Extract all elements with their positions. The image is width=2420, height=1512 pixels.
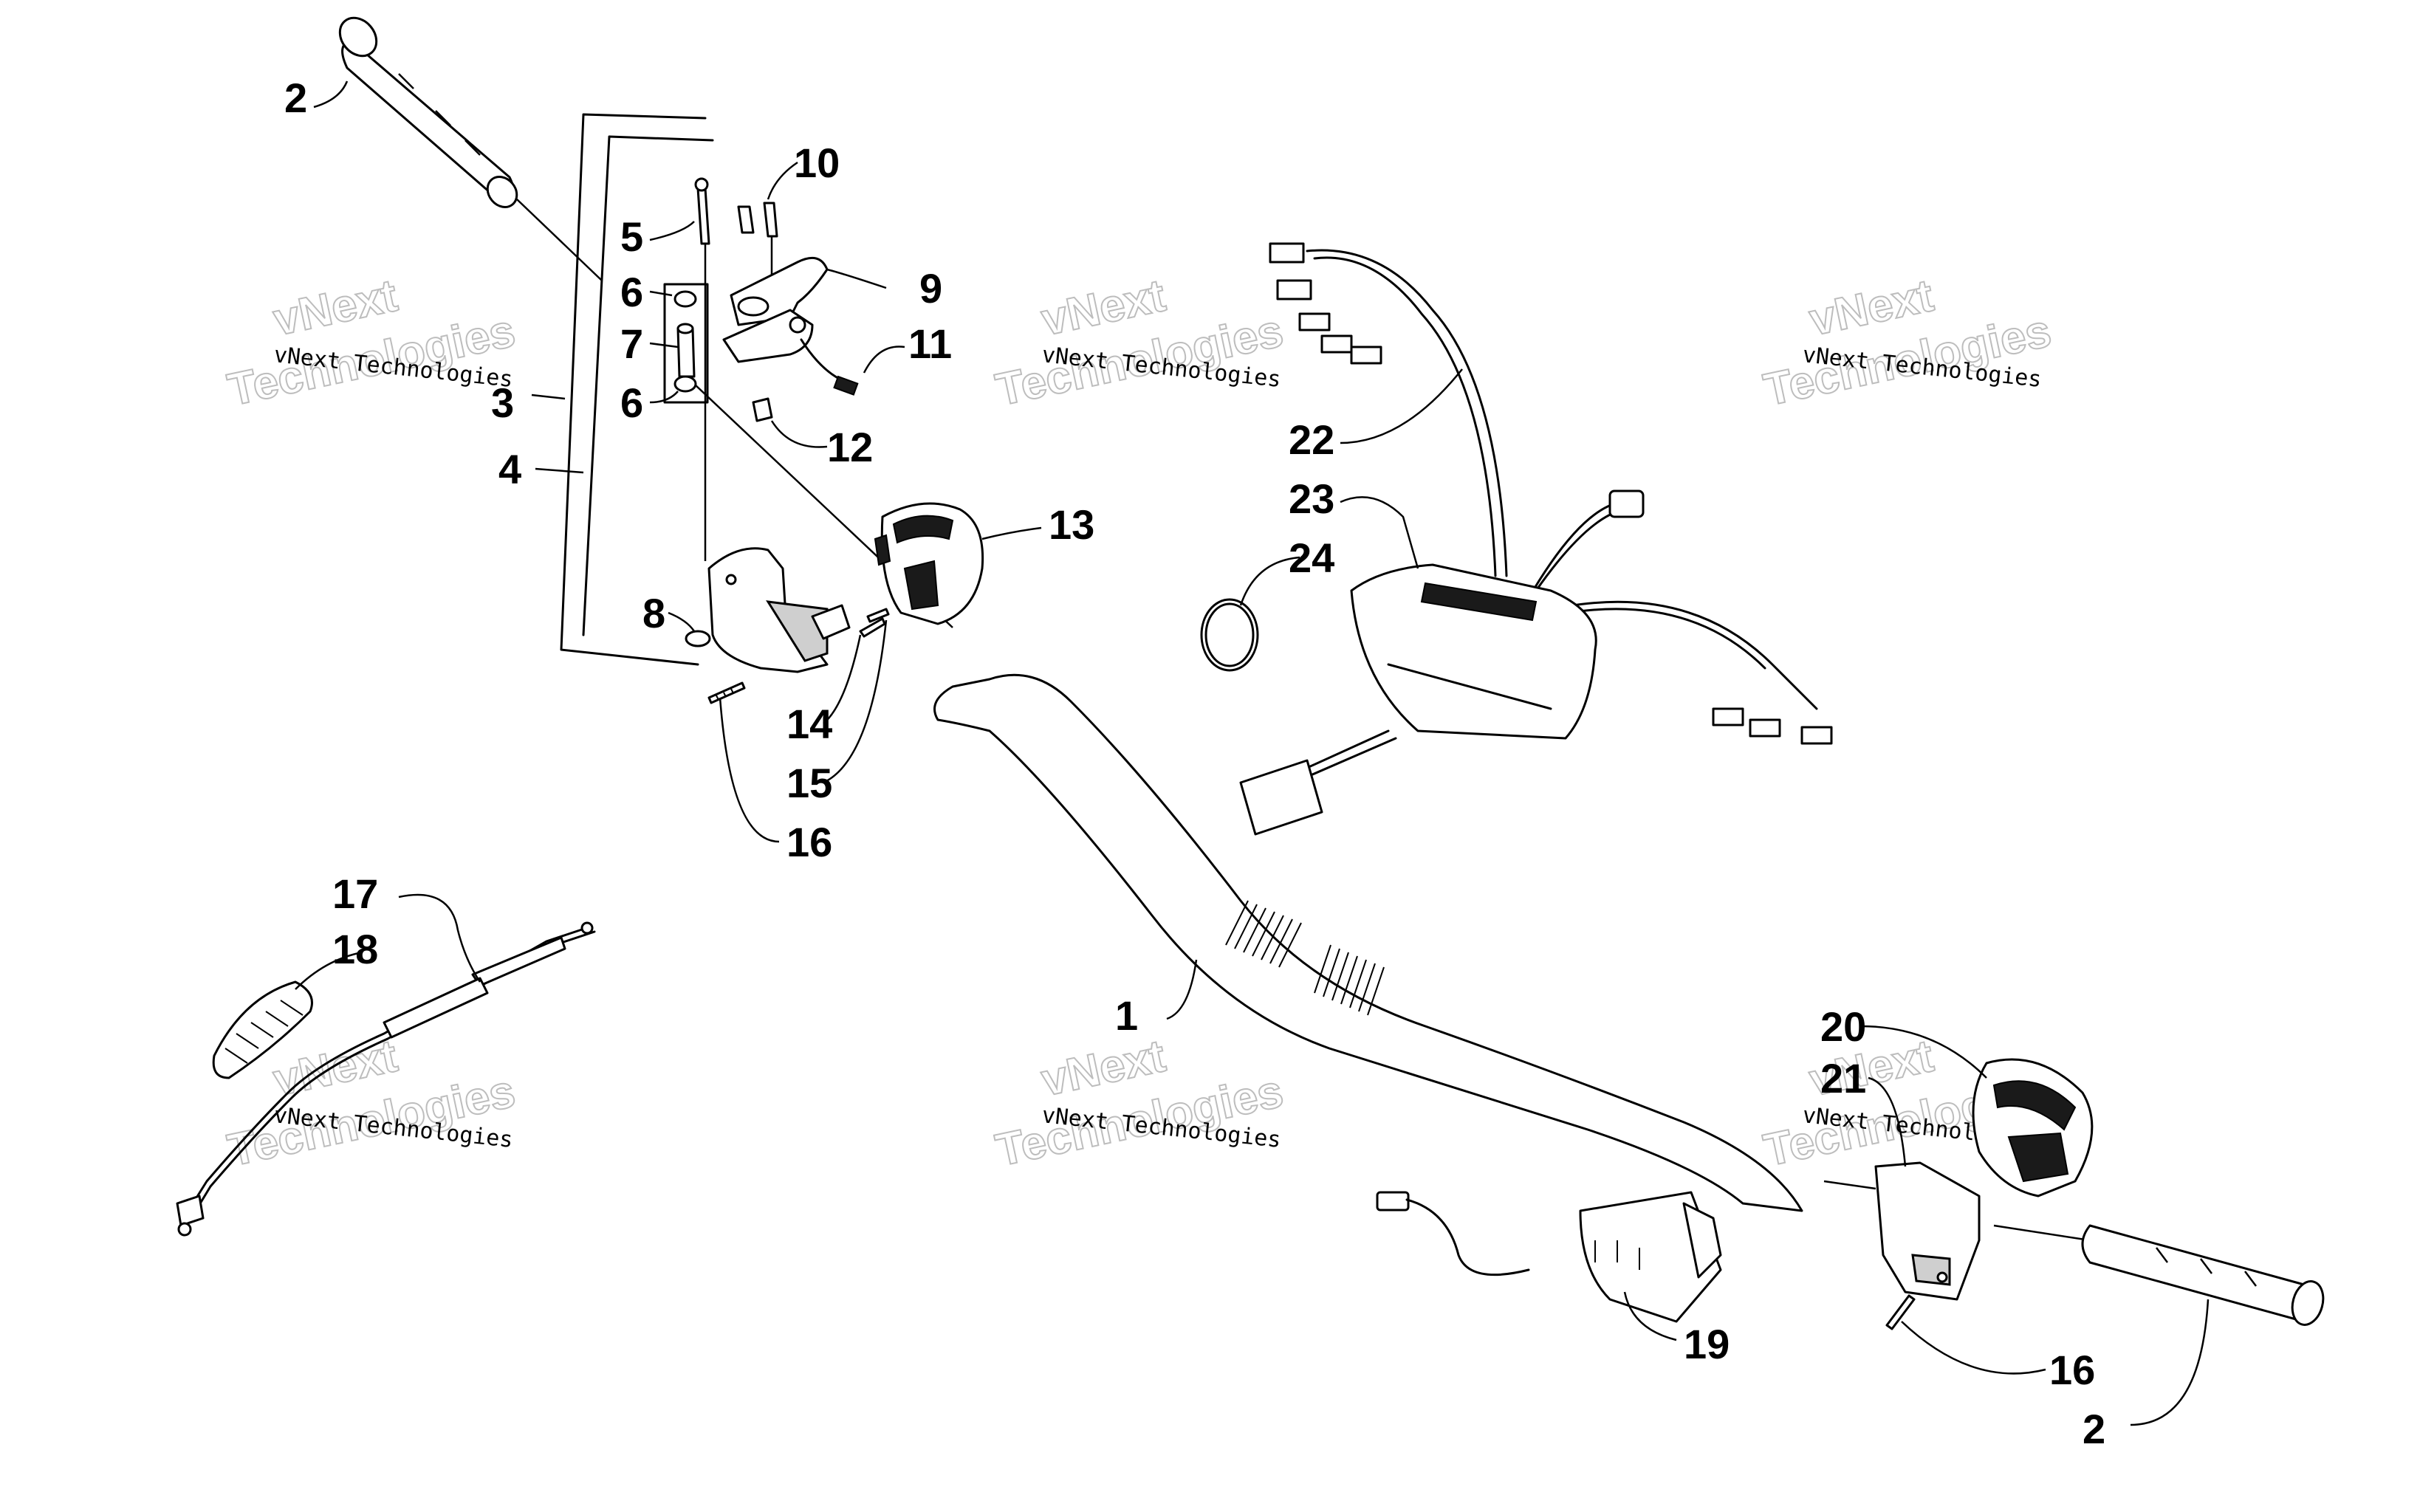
callout-21: 21: [1820, 1055, 1866, 1102]
watermark-top-left: vNext Technologies: [223, 269, 521, 416]
callout-13: 13: [1049, 501, 1094, 548]
callout-6-lower: 6: [620, 379, 643, 426]
screw-16-left: [707, 681, 746, 704]
knurl-band-1: [1225, 900, 1302, 968]
callout-16-left: 16: [786, 819, 832, 865]
callout-6-upper: 6: [620, 269, 643, 315]
connector-main: [1239, 759, 1323, 836]
callout-5: 5: [620, 213, 643, 260]
right-hand-grip: [2081, 1224, 2325, 1326]
control-module-harness: [1200, 242, 1833, 836]
throttle-cable: [176, 921, 596, 1237]
callout-15: 15: [786, 760, 832, 806]
callout-12: 12: [827, 424, 873, 470]
connector-22a: [1269, 242, 1305, 264]
watermark-top-center: vNext Technologies: [991, 269, 1289, 416]
connector-22b: [1276, 279, 1312, 300]
screw-15: [866, 608, 890, 623]
alignment-line-right-grip: [1823, 1180, 2091, 1242]
washer-group-box: [663, 283, 709, 404]
callout-4: 4: [498, 446, 521, 492]
callout-11: 11: [908, 320, 952, 367]
leader-lines: [295, 80, 2210, 1426]
retainer-clip: [752, 397, 773, 422]
connector-22d: [1320, 334, 1353, 354]
connector-right-c: [1800, 726, 1833, 745]
handlebar: [933, 673, 1803, 1212]
left-hand-grip: [338, 16, 518, 208]
switch-clip-right: [763, 202, 778, 238]
callout-18: 18: [332, 926, 378, 972]
callout-17: 17: [332, 870, 378, 917]
brake-switch-connector: [833, 375, 859, 396]
callout-8: 8: [642, 590, 665, 636]
lever-bushing: [676, 327, 696, 378]
callout-2-left: 2: [284, 75, 307, 121]
connector-right-a: [1712, 707, 1744, 726]
callout-3: 3: [491, 379, 514, 426]
washer-lower: [673, 375, 697, 393]
screw-14: [859, 617, 886, 638]
brake-lever: [722, 256, 829, 363]
knurl-band-2: [1314, 944, 1385, 1016]
washer-upper: [673, 290, 697, 308]
callout-14: 14: [786, 701, 832, 747]
housing-washer-8: [685, 630, 711, 647]
callout-16-right: 16: [2049, 1347, 2095, 1393]
brake-switch-wire: [800, 338, 843, 382]
connector-right-b: [1749, 718, 1781, 738]
callout-23: 23: [1289, 475, 1334, 522]
bracket-outline-3: [560, 113, 707, 666]
switch-clip-left: [737, 205, 755, 234]
bracket-outline-4: [582, 135, 714, 636]
callout-7: 7: [620, 320, 643, 367]
screw-16-right: [1885, 1294, 1916, 1330]
pin-head: [694, 177, 709, 192]
callout-10: 10: [794, 140, 840, 186]
callout-20: 20: [1820, 1003, 1866, 1050]
lever-housing: [685, 547, 851, 673]
throttle-boot: [212, 980, 313, 1079]
bushing-top: [676, 323, 694, 334]
connector-22c: [1298, 312, 1331, 331]
callout-2-right: 2: [2083, 1406, 2105, 1452]
callout-19: 19: [1684, 1321, 1730, 1367]
watermark-top-right: vNext Technologies: [1759, 269, 2057, 416]
heater-wire-assembly: [1376, 1191, 1722, 1323]
connector-upper-right: [1608, 489, 1645, 518]
callout-9: 9: [919, 265, 942, 312]
callout-22: 22: [1289, 416, 1334, 463]
connector-22e: [1350, 346, 1382, 365]
callout-1: 1: [1115, 992, 1138, 1039]
left-switch-housing: [874, 502, 984, 625]
harness-ring-24: [1200, 598, 1259, 672]
callout-24: 24: [1289, 535, 1334, 581]
lever-pivot-pin: [696, 187, 710, 245]
callouts: 2 3 4 5 6 7 6 8 9 10 11 12 13 14 15 16 1…: [284, 75, 2105, 1452]
right-switch-housing: [1874, 1058, 2094, 1301]
